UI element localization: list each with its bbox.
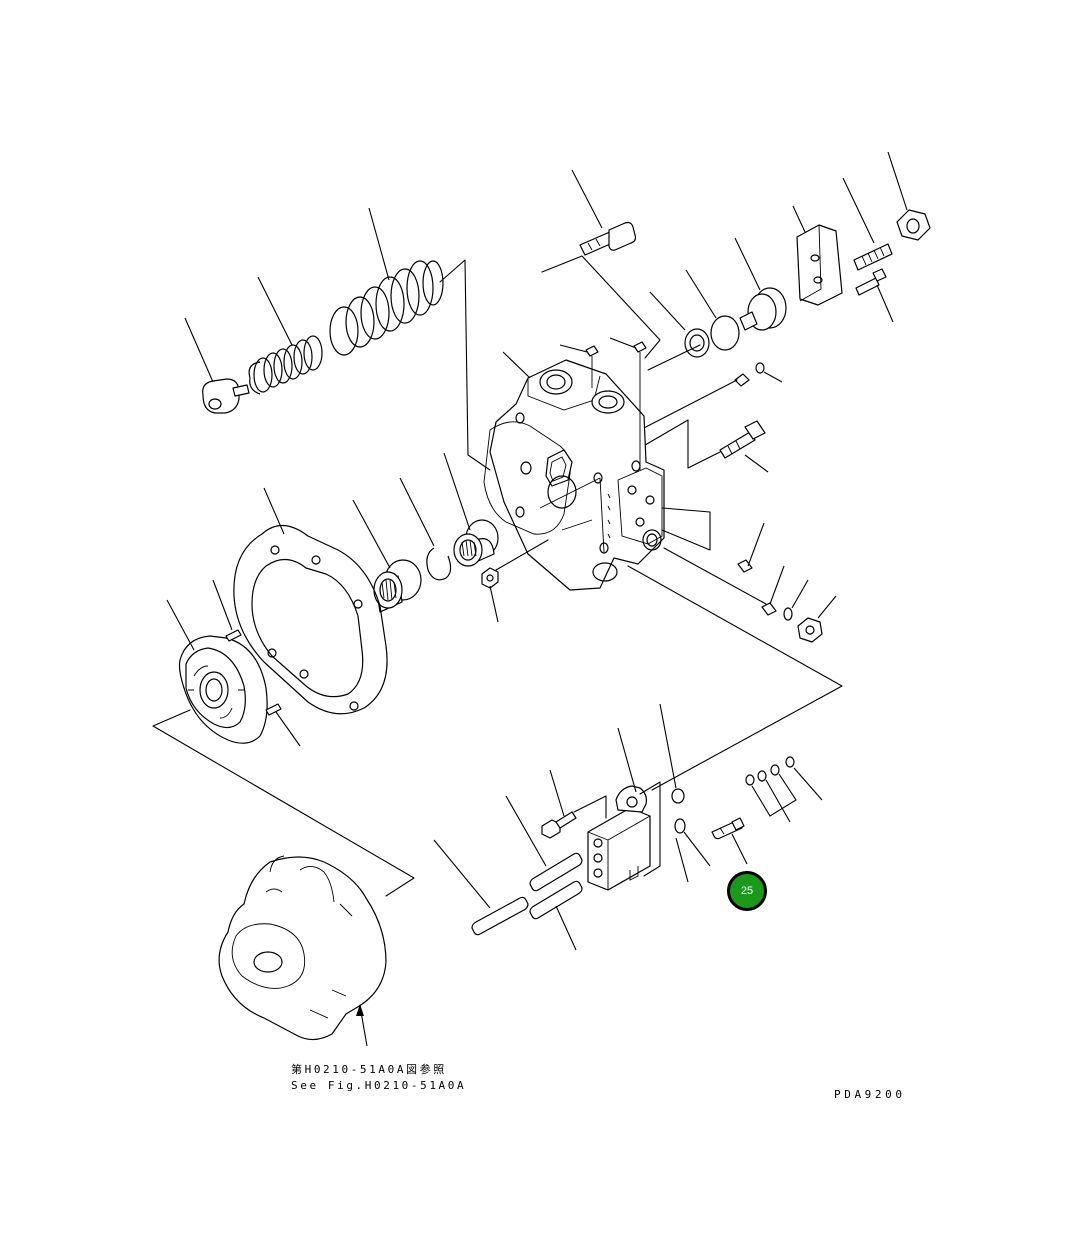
leader-line (212, 579, 233, 631)
gasket-part (233, 524, 388, 715)
leader-line (184, 317, 214, 383)
leader-line (433, 839, 491, 909)
plug-lower-part (797, 617, 823, 643)
assembly-line (541, 255, 661, 359)
short-pin-upper-part (529, 852, 583, 892)
leader-line (549, 769, 565, 817)
leader-line (502, 351, 531, 379)
leader-line (744, 454, 769, 473)
leader-line (555, 905, 577, 951)
screw-right-part (737, 559, 753, 573)
oring-small-part (755, 362, 765, 374)
drawing-code: PDA9200 (834, 1088, 906, 1101)
valve-block-part (587, 785, 651, 891)
leader-line (166, 599, 195, 651)
leader-line (617, 727, 637, 793)
leader-line (765, 779, 791, 823)
washer-set-part (745, 756, 795, 786)
reference-note-en: See Fig.H0210-51A0A (291, 1079, 467, 1092)
leader-line (842, 177, 875, 244)
plug-part (734, 373, 750, 387)
leader-line (887, 151, 908, 211)
leader-line (769, 565, 785, 605)
leader-line (571, 169, 603, 229)
assembly-line (661, 507, 711, 551)
pin-pair-part (585, 341, 647, 470)
assembly-line (639, 419, 721, 469)
small-bolt-part (855, 268, 887, 296)
leader-line (505, 795, 547, 867)
leader-line (275, 711, 301, 747)
leader-line (649, 291, 686, 331)
oring-lower-part (783, 607, 793, 621)
leader-line (257, 276, 293, 346)
reference-note-jp: 第H0210-51A0A図参照 (291, 1063, 447, 1076)
adjust-screw-part (853, 243, 893, 271)
leader-line (734, 237, 761, 291)
bolt-part (579, 221, 637, 256)
assembly-line (627, 565, 843, 791)
inner-spring-part (248, 335, 323, 395)
leader-line (675, 837, 689, 883)
poppet-part (202, 378, 250, 414)
roller-bearing-part (373, 559, 422, 613)
assembly-line (152, 709, 415, 897)
leader-line (751, 773, 797, 817)
leader-line (559, 344, 588, 353)
disc-part (710, 315, 740, 351)
leader-line (731, 833, 748, 865)
pump-body-part (483, 359, 665, 591)
cap-screw-part (541, 811, 577, 839)
leader-line (876, 284, 894, 323)
seal-ring-part (684, 328, 710, 358)
end-cover-part (178, 635, 268, 744)
assembly-line (439, 259, 491, 471)
leader-line (263, 487, 285, 535)
leader-line (685, 269, 717, 319)
needle-bearing-part (453, 519, 499, 567)
snap-ring-part (426, 547, 452, 581)
short-pin-lower-part (529, 880, 583, 920)
nut-part (896, 209, 931, 241)
leader-line (747, 522, 765, 567)
leader-line (683, 831, 711, 867)
oring-a-part (671, 788, 685, 804)
assembly-line (639, 781, 661, 877)
leader-line (792, 205, 806, 233)
spool-part (711, 817, 745, 840)
assembly-line (639, 379, 738, 431)
long-pin-part (471, 896, 529, 936)
dowel-pin-upper-part (225, 629, 242, 642)
leader-line (352, 499, 391, 569)
leader-line (659, 703, 677, 789)
leader-line (791, 579, 809, 609)
reference-arrow (356, 1004, 368, 1047)
side-bolt-part (719, 420, 766, 459)
leader-line (793, 767, 823, 801)
outer-spring-part (329, 260, 444, 356)
dowel-pin-lower-part (265, 703, 282, 716)
part-callout-badge[interactable]: 25 (727, 871, 767, 911)
leader-line (609, 337, 637, 349)
leader-line (817, 595, 837, 619)
assembly-line (663, 547, 767, 605)
assembly-line (647, 344, 701, 371)
leader-line (443, 452, 471, 531)
fitting-part (481, 567, 499, 589)
leader-line (368, 207, 390, 281)
leader-line (763, 371, 783, 383)
housing-part (218, 855, 387, 1041)
leader-line (489, 585, 499, 623)
cover-plate-part (796, 224, 843, 306)
screw-lower-part (761, 602, 777, 616)
leader-line (399, 477, 435, 547)
oring-b-part (674, 818, 686, 834)
piston-part (739, 287, 787, 331)
assembly-line (573, 795, 607, 819)
assembly-line (495, 539, 549, 571)
